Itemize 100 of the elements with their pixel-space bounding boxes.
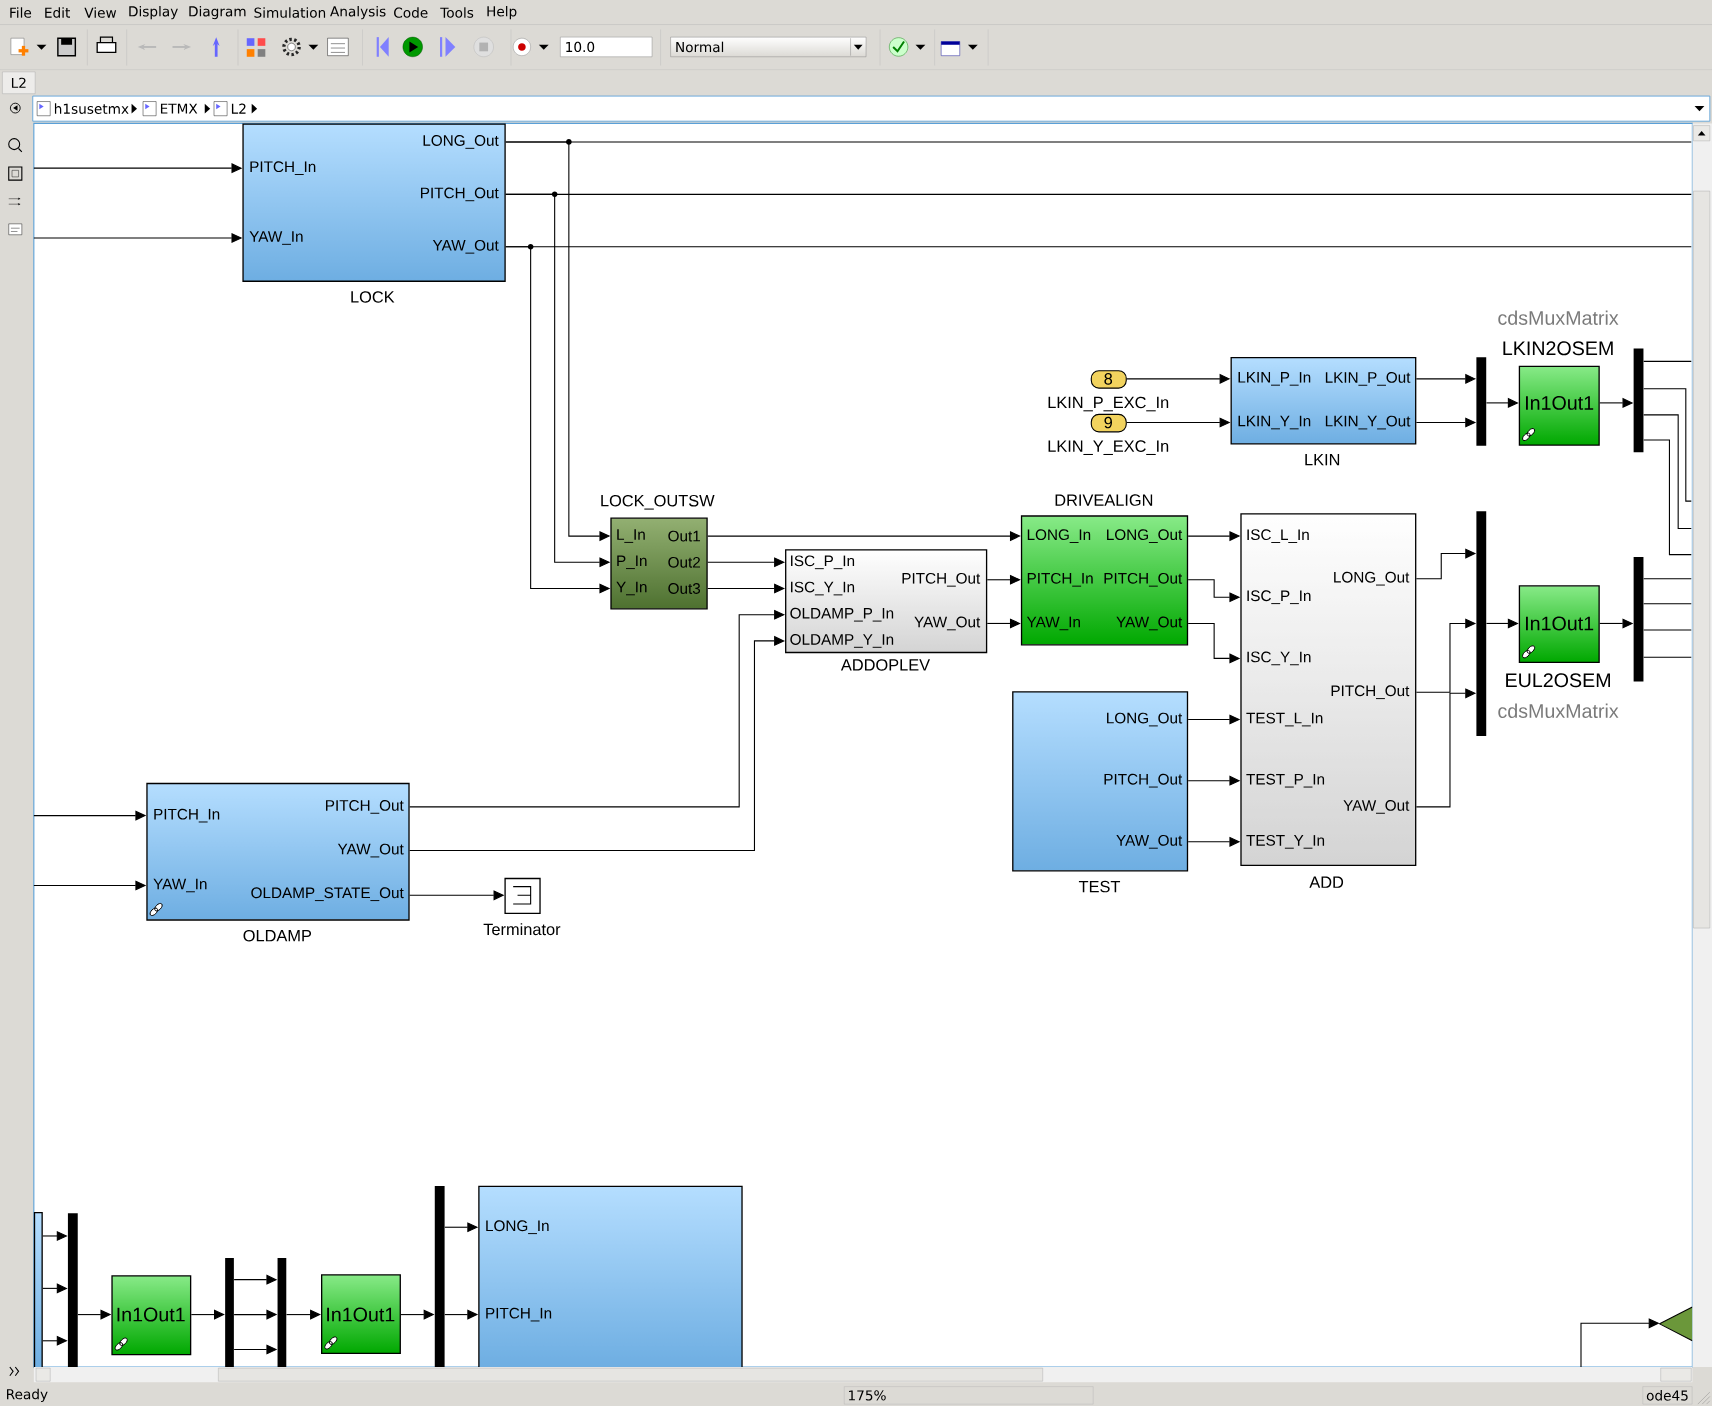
solver-name: ode45 [1642,1386,1693,1405]
port-label: TEST_Y_In [1246,834,1325,849]
signal-line [1643,629,1692,631]
menu-item: Display [129,5,178,20]
menu-item: File [10,7,32,18]
port-label: PITCH_In [486,1307,552,1322]
block-text: In1Out1 [1526,395,1594,410]
port-label: TEST_L_In [1246,712,1323,727]
block-label: DRIVEALIGN [1055,494,1153,506]
library-label: cdsMuxMatrix [1498,310,1619,325]
tab: L2 [2,71,36,94]
block-label: ADDOPLEV [840,659,930,671]
port-label: ISC_L_In [1247,529,1309,543]
port-label: PITCH_Out [1104,773,1183,788]
port-label: Y_In [616,581,647,596]
port-label: LKIN_Y_Out [1325,415,1411,430]
port-label: ISC_Y_In [791,581,855,596]
block-label: LKIN2OSEM [1503,341,1613,356]
breadcrumb-link: ETMX [160,103,198,114]
port-number: 9 [1104,416,1112,429]
signal-line [1643,578,1692,580]
port-label: YAW_In [249,231,303,245]
block-label: Terminator [483,923,561,936]
port-label: YAW_Out [1343,799,1410,814]
status-text: Ready [7,1388,48,1402]
port-number: 8 [1104,372,1113,385]
port-label: YAW_Out [337,843,404,858]
port-label: YAW_Out [1116,834,1183,849]
signal-line [190,1309,225,1320]
menu-item: Simulation [254,7,326,18]
port-label: OLDAMP_P_In [790,607,894,622]
block-label: OLDAMP [243,929,312,942]
block-text: In1Out1 [327,1307,395,1322]
block-label: LOCK [351,291,395,303]
port-label: PITCH_Out [326,799,404,814]
signal-line [1643,603,1692,605]
menu-item: Help [487,5,517,20]
port-label: L_In [617,529,645,543]
signal-line [1643,439,1692,556]
port-label: YAW_In [1026,616,1080,631]
port-label: PITCH_In [250,161,316,175]
block-label: LOCK_OUTSW [601,494,715,510]
signal-line [986,618,1021,629]
block-label: LKIN_Y_EXC_In [1048,440,1169,455]
menu-item: Code [394,7,428,18]
port-label: OLDAMP_Y_In [790,633,894,648]
port-label: LKIN_P_Out [1325,371,1411,386]
port-label: OLDAMP_STATE_Out [251,887,404,901]
menu-item: Tools [440,7,474,18]
breadcrumb-link: h1susetmx [54,103,129,114]
port-label: YAW_Out [1116,616,1183,631]
signal-line [285,1309,321,1320]
port-label: LONG_In [1027,529,1091,543]
port-label: PITCH_Out [421,187,499,202]
port-label: PITCH_Out [1331,685,1410,699]
port-label: ISC_P_In [1247,590,1311,604]
block-text: In1Out1 [1526,616,1594,631]
port-label: LKIN_P_In [1238,371,1311,386]
block-label: ADD [1309,876,1344,888]
breadcrumb-link: L2 [231,103,246,114]
signal-line [1643,388,1692,502]
port-label: LONG_Out [423,134,499,149]
block-label: LKIN_P_EXC_In [1048,396,1169,412]
port-label: Out2 [668,556,700,568]
signal-line [707,530,1021,541]
block-label: EUL2OSEM [1506,673,1610,688]
block-text: In1Out1 [117,1307,185,1322]
port-label: ISC_P_In [791,555,855,569]
port-label: PITCH_In [154,808,220,823]
port-label: PITCH_Out [902,572,981,587]
port-label: LONG_In [486,1220,549,1234]
gain-triangle [1658,1306,1693,1342]
subsystem-block [478,1185,743,1369]
zoom-level: 175% [844,1386,1094,1405]
mode-dropdown: Normal [670,36,867,57]
menu-item: View [84,7,117,18]
port-label: ISC_Y_In [1247,651,1311,666]
block-label: LKIN [1305,453,1340,466]
subsystem-block [33,1211,43,1369]
port-label: Out3 [668,582,701,594]
port-label: Out1 [668,530,700,542]
port-label: LKIN_Y_In [1238,415,1311,430]
port-label: YAW_Out [432,239,499,254]
port-label: PITCH_In [1027,572,1093,587]
menu-item: Analysis [330,5,386,20]
signal-line [1643,414,1692,529]
stop-time-field: 10.0 [560,36,653,57]
block-label: TEST [1078,880,1121,893]
menu-item: Diagram [189,5,246,20]
signal-line [707,583,785,594]
port-label: LONG_Out [1107,712,1183,727]
port-label: LONG_Out [1107,529,1183,543]
port-label: PITCH_Out [1104,572,1183,587]
port-label: YAW_Out [914,616,981,631]
signal-line [1643,360,1692,362]
port-label: TEST_P_In [1246,773,1325,788]
port-label: LONG_Out [1334,571,1410,586]
port-label: P_In [617,555,647,569]
signal-line [1643,656,1692,658]
menu-item: Edit [45,7,70,18]
